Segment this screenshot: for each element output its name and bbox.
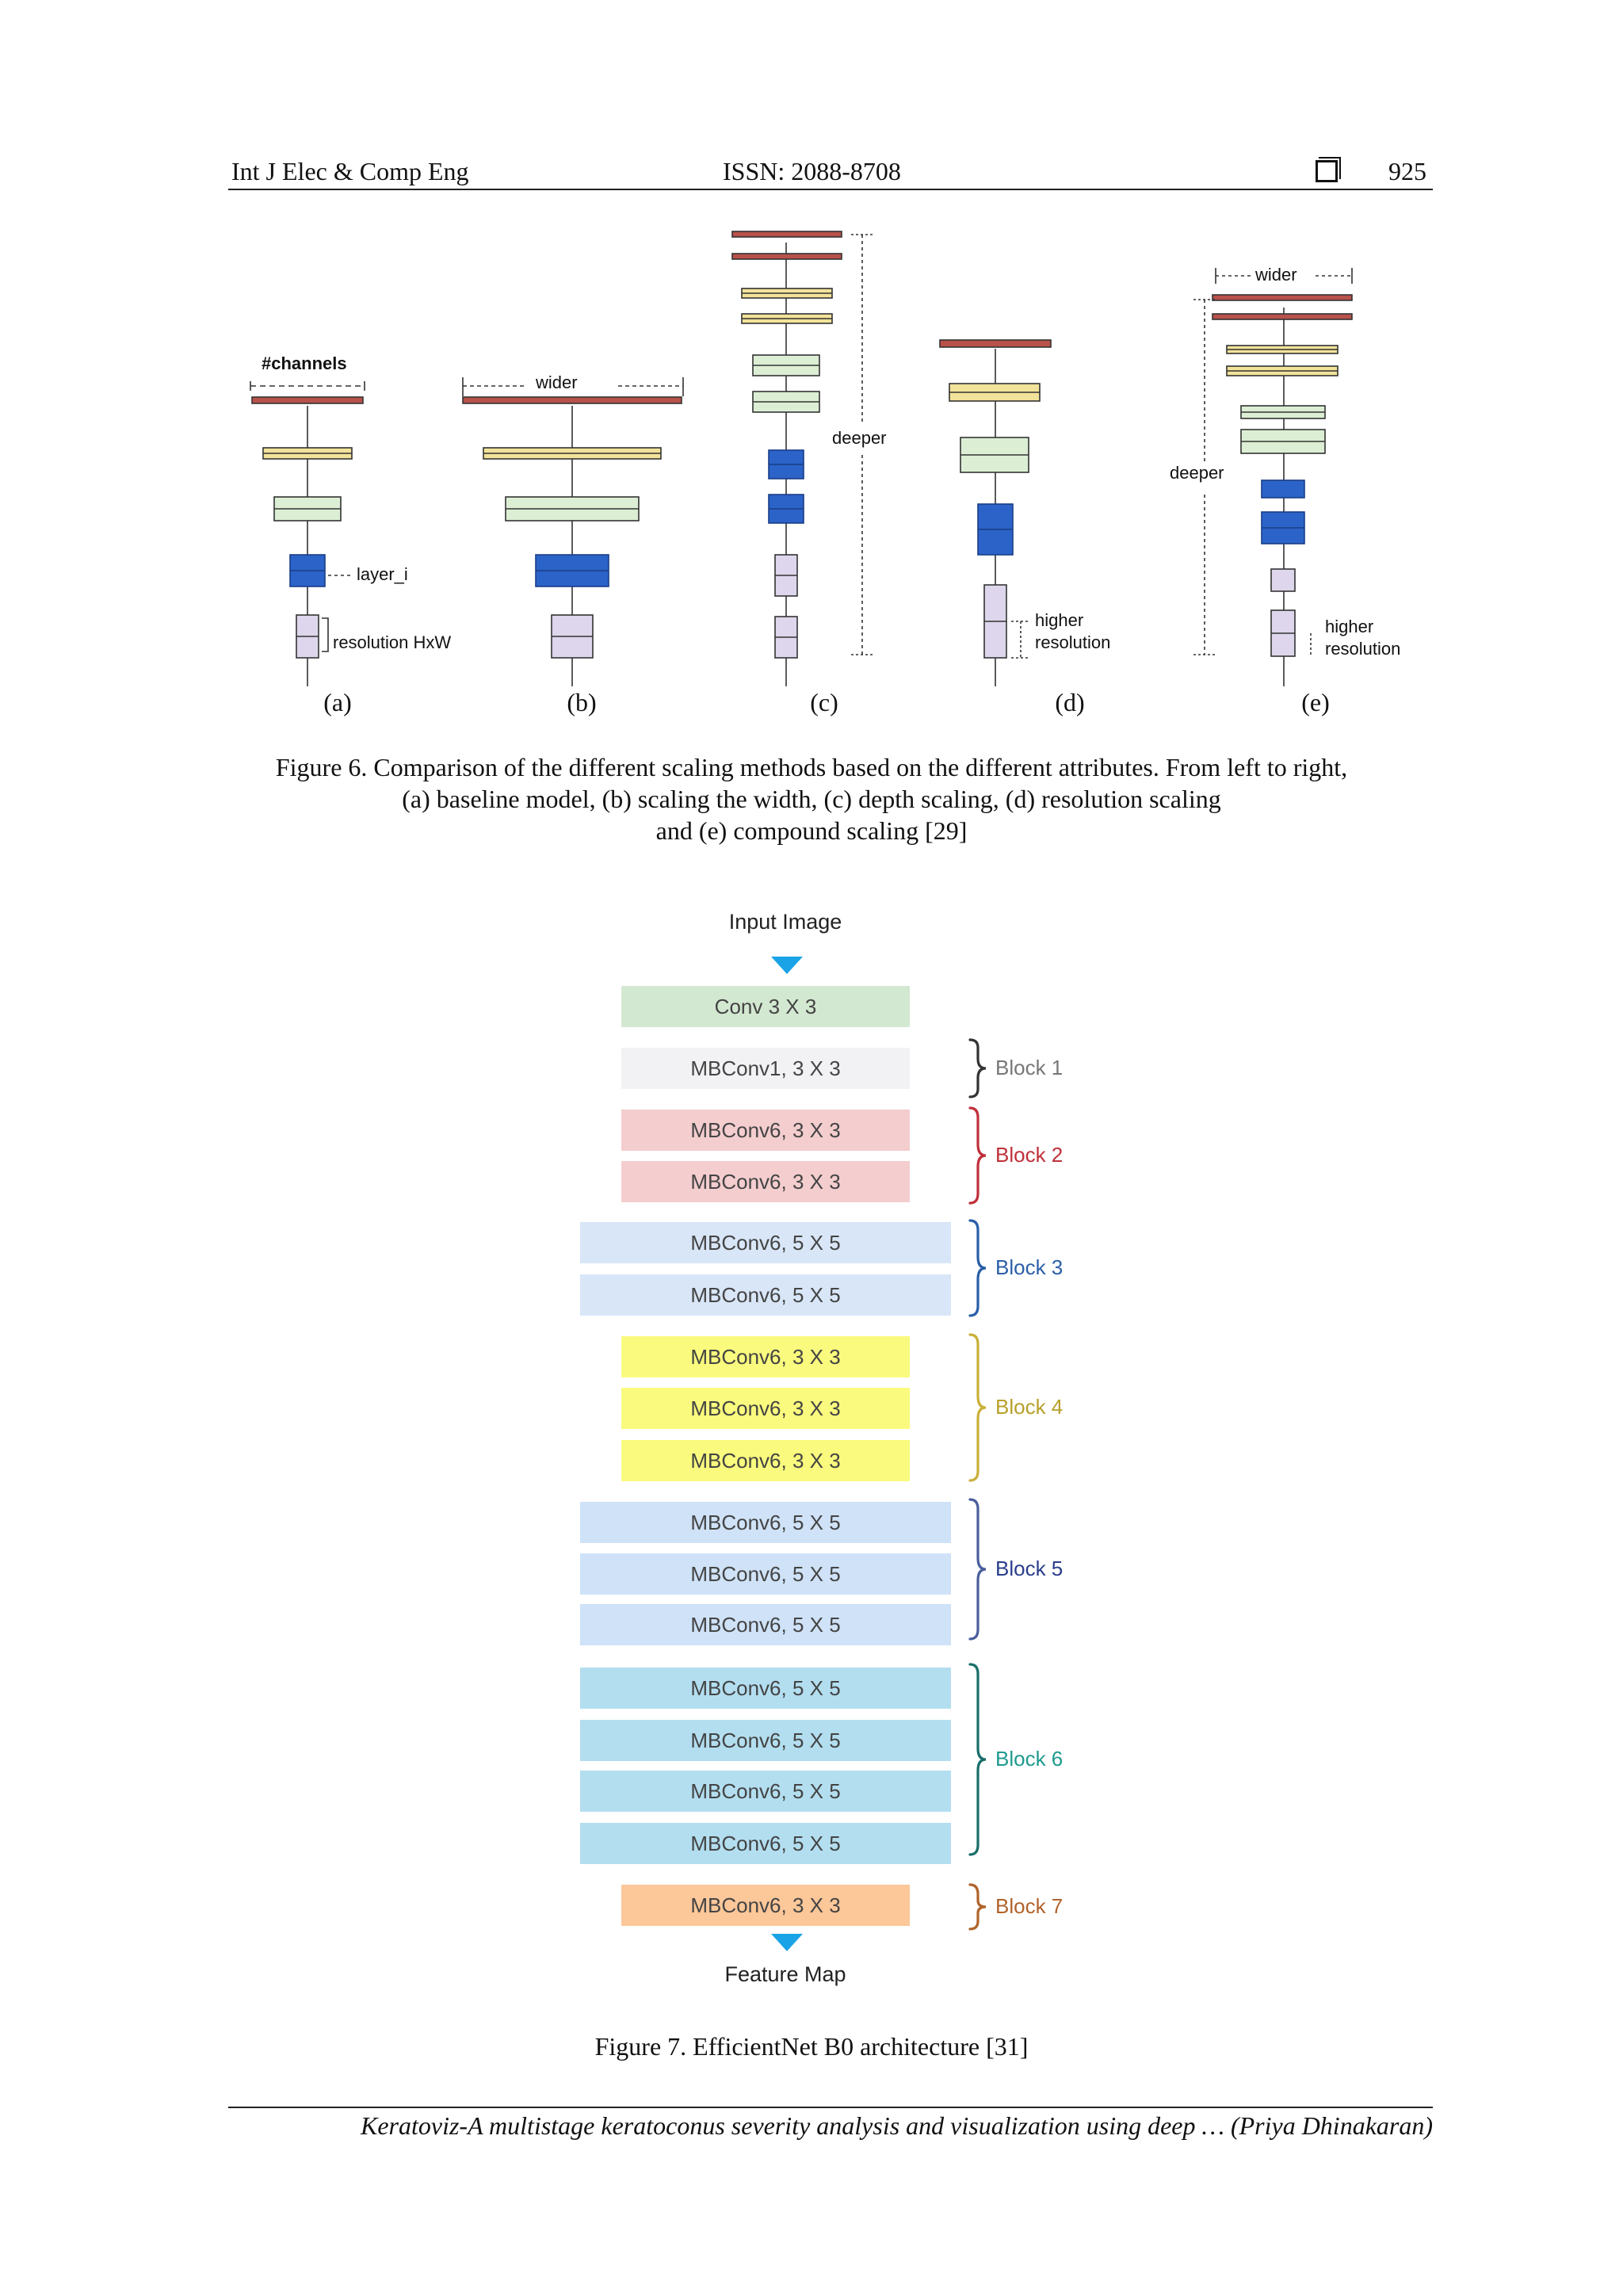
deeper-annotation-e: deeper <box>1170 463 1224 483</box>
brace-block-2 <box>968 1106 987 1205</box>
resolution-annotation-e: resolution <box>1325 639 1401 659</box>
layer-block5-2: MBConv6, 5 X 5 <box>580 1553 951 1595</box>
subfigure-label-e: (e) <box>1301 688 1330 716</box>
footer-rule <box>228 2107 1433 2108</box>
issn: ISSN: 2088-8708 <box>723 157 901 185</box>
layer-block3-1: MBConv6, 5 X 5 <box>580 1222 951 1263</box>
layer-block6-2: MBConv6, 5 X 5 <box>580 1720 951 1761</box>
subfigure-label-c: (c) <box>810 688 838 716</box>
brace-block-1 <box>968 1038 987 1098</box>
input-image-label: Input Image <box>728 910 842 934</box>
layer-block5-3: MBConv6, 5 X 5 <box>580 1604 951 1645</box>
block-label-4: Block 4 <box>995 1395 1064 1419</box>
block-label-7: Block 7 <box>995 1894 1064 1918</box>
brace-block-6 <box>968 1663 987 1856</box>
subfigure-c-stack <box>731 231 873 686</box>
brace-block-5 <box>968 1498 987 1641</box>
feature-map-label: Feature Map <box>724 1962 846 1986</box>
figure-6-diagram <box>250 231 1353 686</box>
block-label-6: Block 6 <box>995 1747 1064 1771</box>
wider-annotation-b: wider <box>536 372 578 392</box>
layer-block3-2: MBConv6, 5 X 5 <box>580 1274 951 1316</box>
block-label-5: Block 5 <box>995 1557 1064 1580</box>
brace-block-7 <box>968 1883 987 1931</box>
higher-annotation-d: higher <box>1035 610 1084 630</box>
layer-conv3x3: Conv 3 X 3 <box>621 986 910 1027</box>
layer-block5-1: MBConv6, 5 X 5 <box>580 1502 951 1543</box>
subfigure-a-stack <box>250 381 365 686</box>
subfigure-label-d: (d) <box>1055 688 1085 716</box>
block-label-2: Block 2 <box>995 1143 1064 1167</box>
layer-block6-3: MBConv6, 5 X 5 <box>580 1771 951 1812</box>
header-rule <box>228 189 1433 190</box>
subfigure-e-stack <box>1193 268 1353 686</box>
layer-block4-1: MBConv6, 3 X 3 <box>621 1336 910 1377</box>
resolution-annotation: resolution HxW <box>333 632 452 652</box>
output-arrow-icon <box>771 1934 803 1951</box>
resolution-annotation-d: resolution <box>1035 632 1111 652</box>
brace-block-4 <box>968 1333 987 1482</box>
subfigure-d-stack <box>939 339 1052 686</box>
figure-6-caption-line-3: and (e) compound scaling [29] <box>655 816 968 845</box>
input-arrow-icon <box>771 957 803 974</box>
layer-block2-1: MBConv6, 3 X 3 <box>621 1110 910 1151</box>
layer-mbconv1-3x3: MBConv1, 3 X 3 <box>621 1048 910 1089</box>
layer-block2-2: MBConv6, 3 X 3 <box>621 1161 910 1202</box>
checkbox-icon <box>1316 160 1338 182</box>
journal-name: Int J Elec & Comp Eng <box>231 157 469 185</box>
deeper-annotation-c: deeper <box>832 428 887 448</box>
block-label-1: Block 1 <box>995 1056 1064 1079</box>
channels-annotation: #channels <box>262 353 347 373</box>
layer-block6-1: MBConv6, 5 X 5 <box>580 1668 951 1709</box>
block-braces <box>968 1038 987 1931</box>
block-label-3: Block 3 <box>995 1255 1064 1279</box>
layer-annotation: layer_i <box>357 564 408 584</box>
subfigure-label-b: (b) <box>567 688 597 716</box>
figure-6-caption-line-1: Figure 6. Comparison of the different sc… <box>275 753 1348 781</box>
layer-block4-3: MBConv6, 3 X 3 <box>621 1440 910 1481</box>
layer-block6-4: MBConv6, 5 X 5 <box>580 1823 951 1864</box>
figure-6-caption-line-2: (a) baseline model, (b) scaling the widt… <box>402 785 1221 813</box>
page-number: 925 <box>1388 157 1426 185</box>
brace-block-3 <box>968 1219 987 1317</box>
higher-annotation-e: higher <box>1325 617 1374 636</box>
layer-block4-2: MBConv6, 3 X 3 <box>621 1388 910 1429</box>
layer-block7-1: MBConv6, 3 X 3 <box>621 1885 910 1926</box>
footer-text: Keratoviz-A multistage keratoconus sever… <box>360 2111 1433 2140</box>
wider-annotation-e: wider <box>1255 265 1297 285</box>
subfigure-label-a: (a) <box>323 688 352 716</box>
subfigure-b-stack <box>462 377 684 686</box>
figure-7-caption: Figure 7. EfficientNet B0 architecture [… <box>594 2032 1029 2061</box>
